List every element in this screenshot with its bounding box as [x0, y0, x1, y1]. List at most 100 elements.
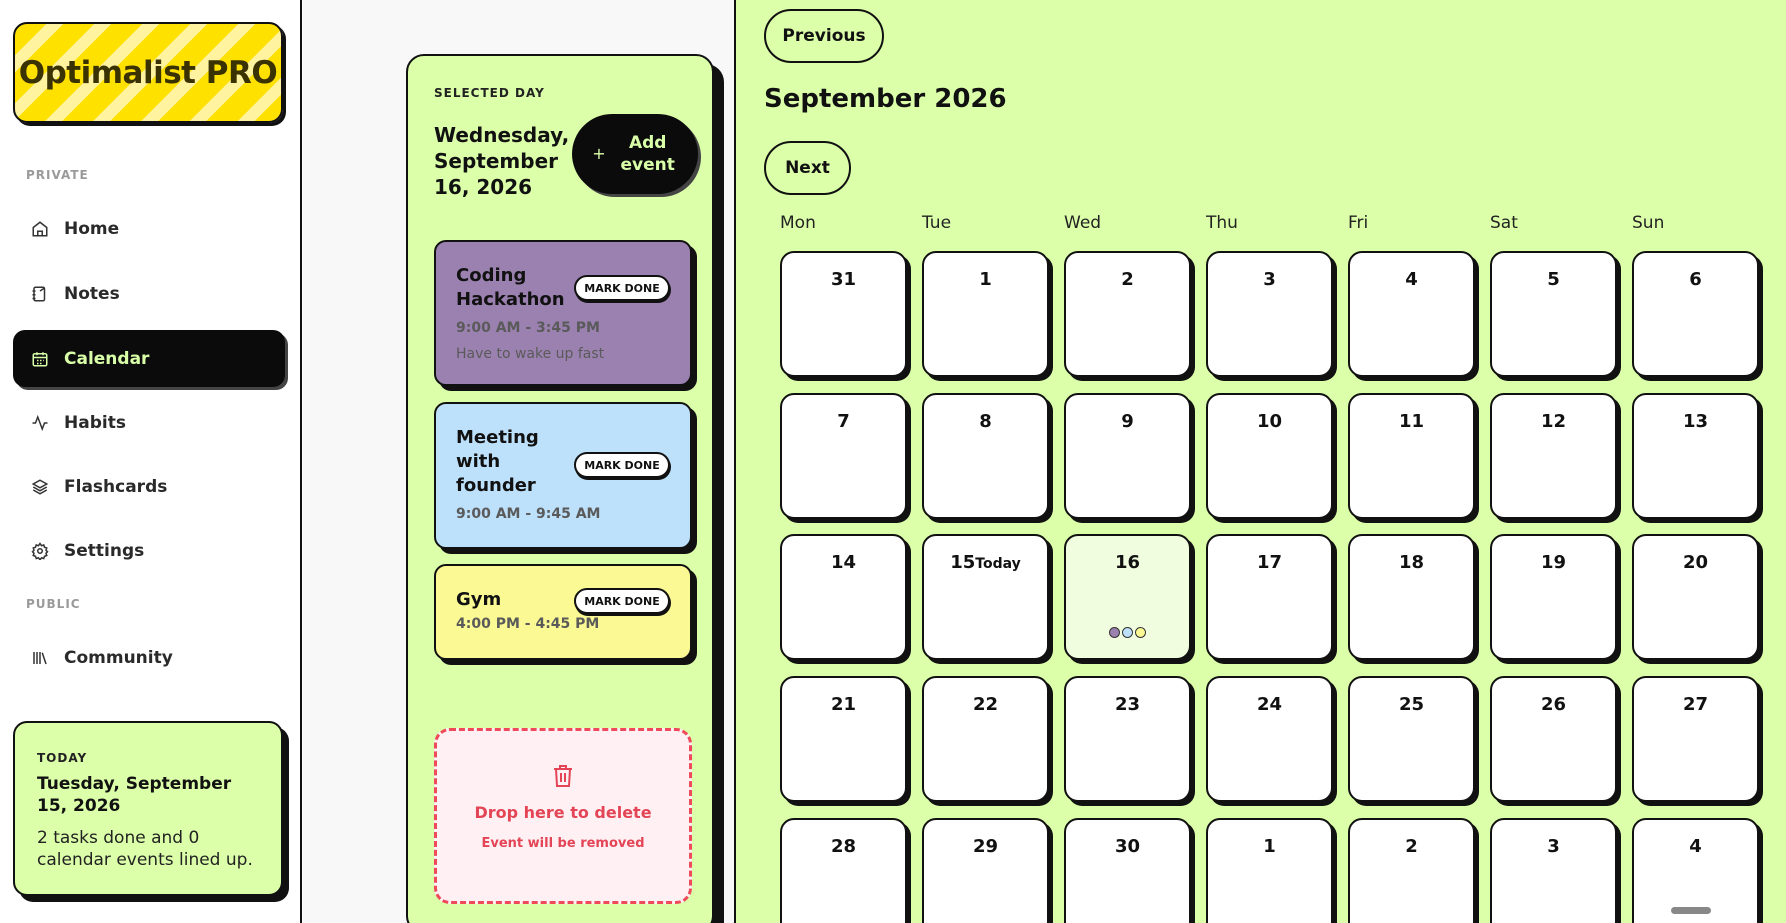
sidebar-item-label: Habits [64, 412, 126, 433]
sidebar-item-flashcards[interactable]: Flashcards [13, 458, 285, 515]
notes-icon [30, 284, 50, 304]
calendar-day-cell[interactable]: 31 [780, 251, 907, 377]
next-month-button[interactable]: Next [764, 141, 851, 195]
event-card[interactable]: Gym 4:00 PM - 4:45 PM MARK DONE [434, 564, 692, 660]
sidebar-item-habits[interactable]: Habits [13, 394, 285, 451]
sidebar-item-calendar[interactable]: Calendar [13, 330, 285, 387]
day-number-wrap: 1 [1208, 836, 1331, 857]
calendar-day-cell[interactable]: 2 [1064, 251, 1191, 377]
day-number-wrap: 16 [1066, 552, 1189, 573]
day-number: 29 [972, 836, 999, 857]
activity-icon [30, 413, 50, 433]
weekday-header: Fri [1348, 213, 1369, 233]
event-card[interactable]: Coding Hackathon 9:00 AM - 3:45 PM Have … [434, 240, 692, 386]
calendar-day-cell[interactable]: 30 [1064, 818, 1191, 923]
sidebar-item-label: Home [64, 218, 120, 239]
calendar-day-cell[interactable]: 7 [780, 393, 907, 519]
day-number-wrap: 7 [782, 411, 905, 432]
calendar-day-cell[interactable]: 20 [1632, 534, 1759, 660]
add-event-label: Add event [620, 133, 675, 175]
sidebar: Optimalist PRO PRIVATE Home Notes Calend… [0, 0, 302, 923]
calendar-day-cell[interactable]: 26 [1490, 676, 1617, 802]
sidebar-item-label: Notes [64, 283, 120, 304]
event-time: 9:00 AM - 3:45 PM [456, 320, 600, 336]
day-number: 3 [1263, 269, 1276, 290]
calendar-day-cell[interactable]: 18 [1348, 534, 1475, 660]
selected-day-label: SELECTED DAY [434, 86, 545, 100]
today-date: Tuesday, September 15, 2026 [37, 774, 232, 816]
weekday-header: Wed [1064, 213, 1102, 233]
day-number-wrap: 4 [1634, 836, 1757, 857]
day-number: 10 [1256, 411, 1283, 432]
calendar-day-cell[interactable]: 14 [780, 534, 907, 660]
sidebar-item-community[interactable]: Community [13, 629, 285, 686]
mark-done-button[interactable]: MARK DONE [574, 588, 670, 614]
library-icon [30, 648, 50, 668]
calendar-day-cell[interactable]: 23 [1064, 676, 1191, 802]
day-number-wrap: 3 [1492, 836, 1615, 857]
calendar-day-cell[interactable]: 9 [1064, 393, 1191, 519]
month-title: September 2026 [764, 84, 1007, 114]
calendar-day-cell[interactable]: 3 [1206, 251, 1333, 377]
day-number-wrap: 4 [1350, 269, 1473, 290]
delete-drop-zone[interactable]: Drop here to delete Event will be remove… [434, 728, 692, 904]
calendar-day-cell[interactable]: 29 [922, 818, 1049, 923]
calendar-day-cell[interactable]: 22 [922, 676, 1049, 802]
calendar-day-cell[interactable]: 13 [1632, 393, 1759, 519]
day-number-wrap: 18 [1350, 552, 1473, 573]
day-number-wrap: 22 [924, 694, 1047, 715]
calendar-day-cell[interactable]: 16 [1064, 534, 1191, 660]
calendar-day-cell[interactable]: 4 [1632, 818, 1759, 923]
calendar-day-cell[interactable]: 6 [1632, 251, 1759, 377]
day-number: 17 [1256, 552, 1283, 573]
calendar-day-cell[interactable]: 28 [780, 818, 907, 923]
mark-done-button[interactable]: MARK DONE [574, 452, 670, 478]
day-number: 28 [830, 836, 857, 857]
calendar-day-cell[interactable]: 24 [1206, 676, 1333, 802]
day-number-wrap: 27 [1634, 694, 1757, 715]
app-logo[interactable]: Optimalist PRO [13, 22, 283, 123]
day-number: 20 [1682, 552, 1709, 573]
calendar-day-cell[interactable]: 10 [1206, 393, 1333, 519]
calendar-day-cell[interactable]: 1 [1206, 818, 1333, 923]
sidebar-item-home[interactable]: Home [13, 200, 285, 257]
calendar-day-cell[interactable]: 1 [922, 251, 1049, 377]
calendar-day-cell[interactable]: 8 [922, 393, 1049, 519]
weekday-header: Mon [780, 213, 816, 233]
day-number: 4 [1405, 269, 1418, 290]
calendar-day-cell[interactable]: 4 [1348, 251, 1475, 377]
day-number: 21 [830, 694, 857, 715]
calendar-day-cell[interactable]: 5 [1490, 251, 1617, 377]
calendar-day-cell[interactable]: 2 [1348, 818, 1475, 923]
day-number-wrap: 8 [924, 411, 1047, 432]
day-number: 5 [1547, 269, 1560, 290]
previous-month-button[interactable]: Previous [764, 9, 884, 63]
add-event-button[interactable]: + Add event [572, 114, 698, 194]
day-number-wrap: 12 [1492, 411, 1615, 432]
event-card[interactable]: Meeting with founder 9:00 AM - 9:45 AM M… [434, 402, 692, 549]
sidebar-item-notes[interactable]: Notes [13, 265, 285, 322]
event-time: 9:00 AM - 9:45 AM [456, 506, 601, 522]
sidebar-item-settings[interactable]: Settings [13, 522, 285, 579]
home-icon [30, 219, 50, 239]
calendar-day-cell[interactable]: 11 [1348, 393, 1475, 519]
day-number-wrap: 30 [1066, 836, 1189, 857]
day-number-wrap: 9 [1066, 411, 1189, 432]
calendar-day-cell[interactable]: 15Today [922, 534, 1049, 660]
calendar-day-cell[interactable]: 17 [1206, 534, 1333, 660]
calendar-day-cell[interactable]: 12 [1490, 393, 1617, 519]
mark-done-button[interactable]: MARK DONE [574, 275, 670, 301]
calendar-day-cell[interactable]: 3 [1490, 818, 1617, 923]
drop-zone-subtitle: Event will be removed [481, 836, 645, 851]
scroll-handle[interactable] [1671, 907, 1711, 914]
calendar-day-cell[interactable]: 25 [1348, 676, 1475, 802]
day-number-wrap: 6 [1634, 269, 1757, 290]
event-time: 4:00 PM - 4:45 PM [456, 616, 600, 632]
day-number: 7 [837, 411, 850, 432]
calendar-day-cell[interactable]: 21 [780, 676, 907, 802]
calendar-day-cell[interactable]: 19 [1490, 534, 1617, 660]
calendar-day-cell[interactable]: 27 [1632, 676, 1759, 802]
day-number: 12 [1540, 411, 1567, 432]
day-number: 15 [950, 552, 976, 573]
